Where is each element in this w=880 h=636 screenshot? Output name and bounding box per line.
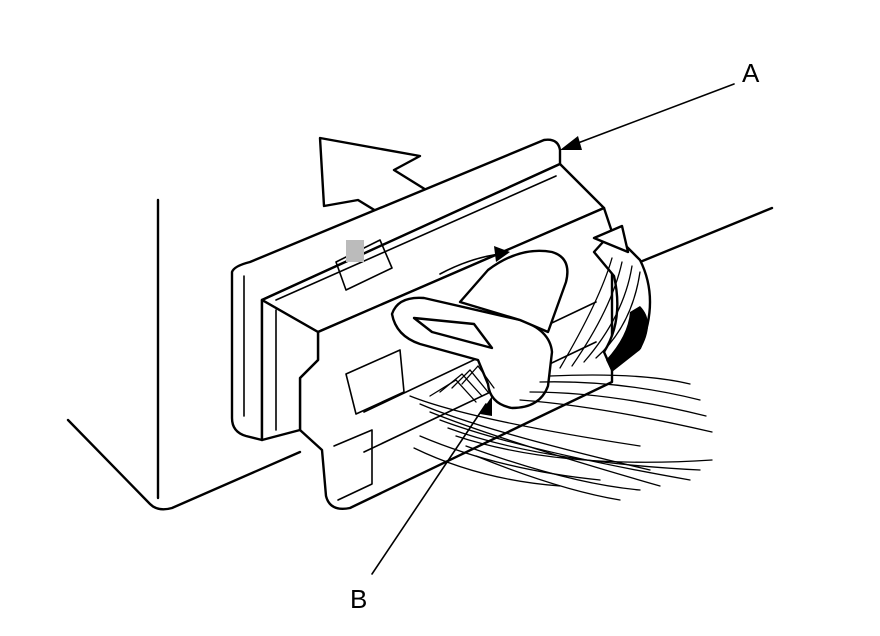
leader-arrowhead-a bbox=[560, 136, 582, 150]
locking-lever bbox=[390, 246, 569, 410]
leader-lines bbox=[371, 83, 735, 575]
leader-arrowhead-b bbox=[480, 396, 492, 416]
mounting-panel bbox=[66, 198, 774, 511]
callout-label-b: B bbox=[350, 584, 367, 614]
wire-harness bbox=[409, 257, 713, 501]
leader-line-a bbox=[569, 83, 735, 147]
leader-line-b bbox=[371, 403, 487, 575]
callout-label-a: A bbox=[742, 58, 760, 88]
